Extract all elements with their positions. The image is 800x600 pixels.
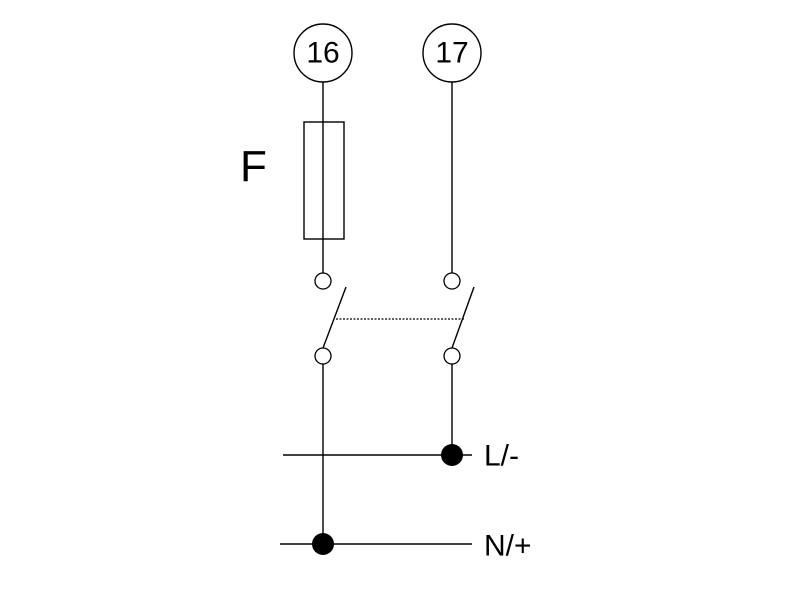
switch-right-upper-contact [443,272,461,290]
terminal-16: 16 [293,23,353,83]
switch-left-lower-contact [314,347,332,365]
switch-right-blade [451,286,475,349]
switch-left-upper-contact [314,272,332,290]
neutral-junction-dot [312,533,334,555]
line-junction-dot [441,444,463,466]
switch-left-blade [322,286,347,349]
terminal-17: 17 [422,23,482,83]
switch-right-lower-contact [443,347,461,365]
two-pole-switch [314,272,475,365]
terminal-17-label: 17 [435,37,468,70]
fuse [303,121,345,240]
fuse-body [303,121,345,240]
terminal-16-label: 16 [306,37,339,70]
line-rail-label: L/- [484,440,519,473]
neutral-rail-label: N/+ [484,530,532,563]
fuse-label: F [240,142,267,191]
